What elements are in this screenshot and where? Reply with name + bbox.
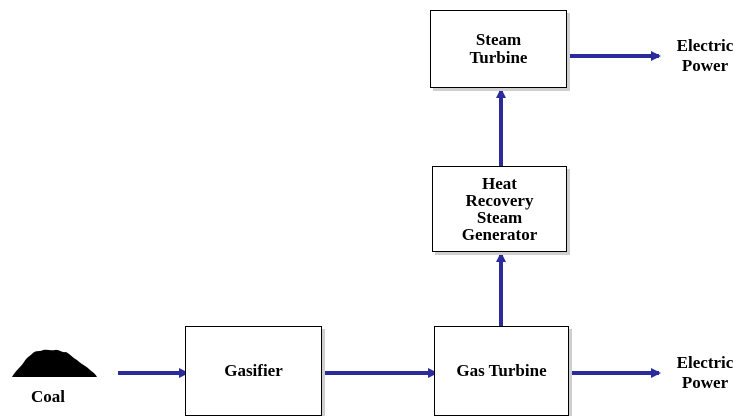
hrsg-line-1: Heat (482, 174, 517, 193)
coal-pile-icon (12, 349, 97, 377)
electric-power-label-bottom: Electric Power (660, 353, 748, 393)
electric-power-bottom-line-1: Electric (676, 353, 734, 372)
electric-power-top-line-2: Power (681, 56, 729, 75)
gasifier-label: Gasifier (224, 361, 283, 380)
electric-power-bottom-line-2: Power (681, 373, 729, 392)
steam-turbine-line-2: Turbine (469, 48, 528, 67)
heat-recovery-steam-generator-box: Heat Recovery Steam Generator (432, 166, 567, 252)
electric-power-top-line-1: Electric (676, 36, 734, 55)
gasifier-box: Gasifier (185, 326, 322, 416)
hrsg-line-4: Generator (461, 225, 538, 244)
steam-turbine-line-1: Steam (475, 30, 522, 49)
coal-label: Coal (31, 387, 65, 406)
steam-turbine-box: Steam Turbine (430, 10, 567, 88)
electric-power-label-top: Electric Power (660, 36, 748, 76)
hrsg-line-3: Steam (476, 208, 523, 227)
gas-turbine-box: Gas Turbine (434, 326, 569, 416)
hrsg-line-2: Recovery (465, 191, 534, 210)
gas-turbine-label: Gas Turbine (456, 361, 547, 380)
